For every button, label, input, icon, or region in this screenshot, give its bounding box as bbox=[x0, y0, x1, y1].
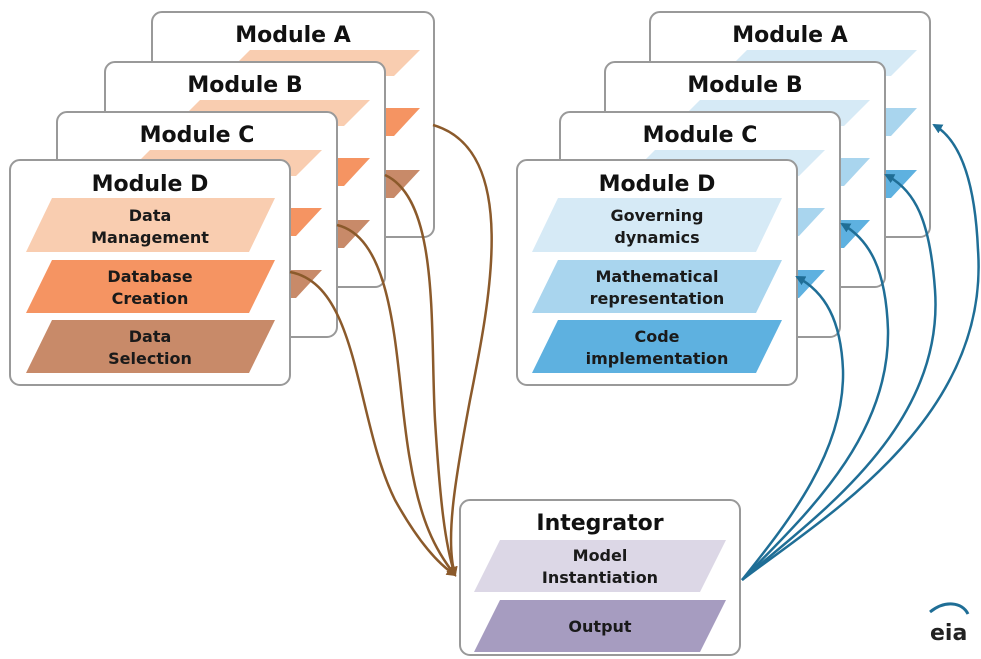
output-label: Output bbox=[568, 617, 631, 636]
mathematical-representation-label-line1: Mathematical bbox=[596, 267, 719, 286]
left-module-a-title: Module A bbox=[235, 23, 351, 48]
arrow-module-b-to-integrator bbox=[384, 173, 458, 577]
model-instantiation-label-line2: Instantiation bbox=[542, 568, 658, 587]
arrow-integrator-to-module-b bbox=[741, 173, 937, 581]
governing-dynamics-label-line1: Governing bbox=[610, 206, 703, 225]
data-selection-label-line1: Data bbox=[129, 327, 172, 346]
code-implementation-label-line2: implementation bbox=[586, 349, 729, 368]
governing-dynamics-step bbox=[532, 198, 782, 252]
data-management-step bbox=[26, 198, 275, 252]
right-module-stack: Module A Module B Module C Module D Gov bbox=[516, 11, 931, 386]
arrow-module-c-to-integrator bbox=[336, 223, 457, 577]
right-module-d-title: Module D bbox=[599, 172, 716, 197]
arrow-integrator-to-module-d bbox=[741, 275, 845, 581]
model-instantiation-step bbox=[474, 540, 726, 592]
right-module-b-title: Module B bbox=[687, 73, 802, 98]
output-step bbox=[474, 600, 726, 652]
integrator-title: Integrator bbox=[536, 511, 663, 536]
data-selection-step bbox=[26, 320, 275, 373]
integrator-to-right-arrows bbox=[741, 123, 980, 581]
data-management-label-line1: Data bbox=[129, 206, 172, 225]
model-instantiation-label-line1: Model bbox=[573, 546, 628, 565]
arrow-module-a-to-integrator bbox=[432, 123, 493, 577]
database-creation-step bbox=[26, 260, 275, 313]
data-management-label-line2: Management bbox=[91, 228, 209, 247]
left-module-d-card: Module D Data Management Database Creati… bbox=[9, 159, 291, 386]
code-implementation-label-line1: Code bbox=[634, 327, 679, 346]
right-module-a-title: Module A bbox=[732, 23, 848, 48]
data-selection-label-line2: Selection bbox=[108, 349, 192, 368]
left-module-b-title: Module B bbox=[187, 73, 302, 98]
right-module-c-title: Module C bbox=[643, 123, 758, 148]
eia-logo: eia bbox=[929, 602, 970, 646]
mathematical-representation-step bbox=[532, 260, 782, 313]
left-module-c-title: Module C bbox=[140, 123, 255, 148]
left-to-integrator-arrows bbox=[289, 123, 493, 577]
database-creation-label-line2: Creation bbox=[112, 289, 189, 308]
left-module-d-title: Module D bbox=[92, 172, 209, 197]
arrow-integrator-to-module-c bbox=[741, 222, 890, 581]
arrow-module-d-to-integrator bbox=[289, 270, 457, 577]
arrow-integrator-to-module-a bbox=[741, 123, 980, 581]
integrator-card: Integrator Model Instantiation Output bbox=[459, 499, 741, 656]
database-creation-label-line1: Database bbox=[107, 267, 192, 286]
code-implementation-step bbox=[532, 320, 782, 373]
left-module-stack: Module A Module B Module C Module D Dat bbox=[9, 11, 435, 386]
mathematical-representation-label-line2: representation bbox=[590, 289, 725, 308]
right-module-d-card: Module D Governing dynamics Mathematical… bbox=[516, 159, 798, 386]
eia-logo-icon bbox=[929, 602, 970, 615]
governing-dynamics-label-line2: dynamics bbox=[614, 228, 699, 247]
eia-logo-text: eia bbox=[930, 621, 967, 646]
